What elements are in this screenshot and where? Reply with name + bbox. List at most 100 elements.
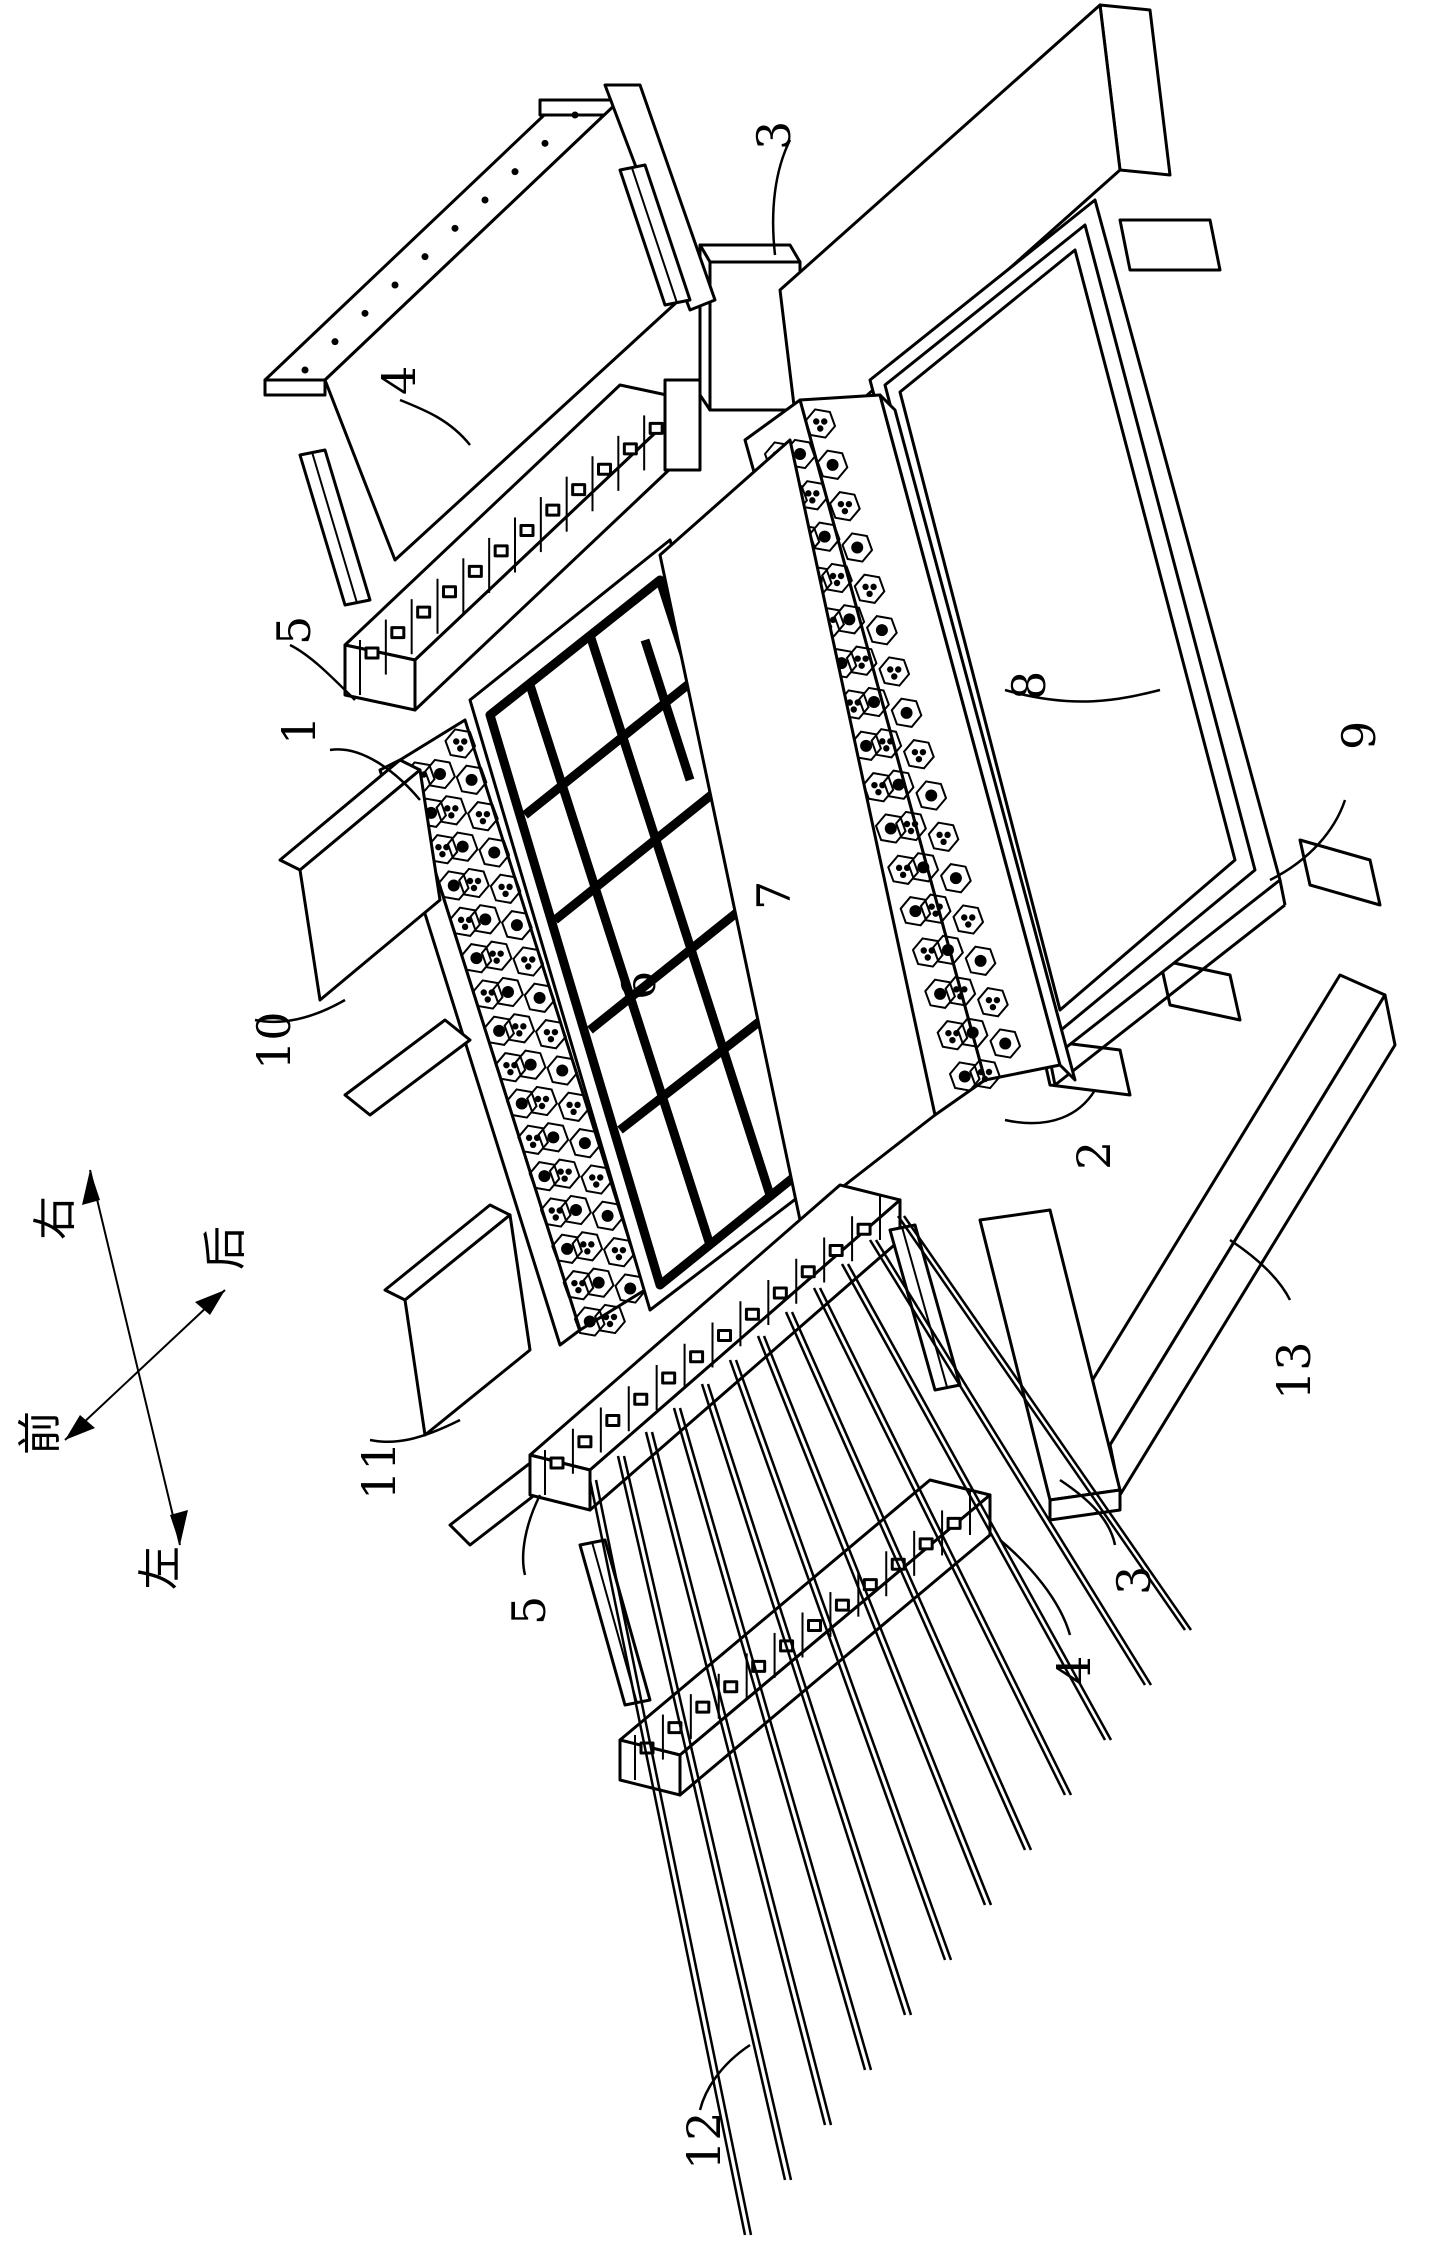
hex-dot <box>821 418 828 425</box>
hex-dot <box>934 987 947 1000</box>
hex-cell <box>927 821 960 852</box>
hex-dot <box>966 1026 979 1039</box>
hex-dot <box>538 1170 551 1183</box>
callout-11: 11 <box>352 1441 406 1500</box>
comb-slot <box>519 524 535 537</box>
hex-dot <box>858 662 865 669</box>
hex-dot <box>936 831 943 839</box>
hex-dot <box>542 1095 550 1103</box>
rod <box>762 1335 993 1906</box>
hex-dot <box>524 1058 537 1071</box>
cylinder-4c <box>578 1538 652 1707</box>
hex-dot <box>552 1214 559 1221</box>
comb-slot <box>751 1659 767 1673</box>
hex-dot <box>570 1108 577 1116</box>
direction-label-front: 前 <box>15 1411 66 1455</box>
hex-cell <box>568 1128 601 1159</box>
hex-dot <box>911 748 919 756</box>
hex-dot <box>989 1003 997 1011</box>
hex-dot <box>911 820 919 828</box>
hex-cell <box>591 1200 624 1231</box>
comb-slot <box>442 585 457 599</box>
comb-slot <box>622 442 638 456</box>
hole <box>571 111 579 119</box>
comb-slot <box>723 1680 739 1694</box>
hex-dot <box>493 957 500 964</box>
hole-row <box>301 111 579 374</box>
hex-dot <box>479 817 487 825</box>
rod <box>672 1407 867 2071</box>
hex-dot <box>866 590 873 598</box>
hex-dot <box>845 500 853 508</box>
hex-dot <box>483 810 491 818</box>
comb-slot <box>800 1265 816 1279</box>
rod <box>846 1263 1113 1741</box>
hex-dot <box>434 768 446 780</box>
cylinder-4d <box>888 1223 962 1392</box>
hex-dot <box>574 1101 581 1109</box>
hole <box>301 366 309 374</box>
hex-dot <box>502 986 514 998</box>
hex-dot <box>453 738 460 745</box>
hex-dot <box>456 840 469 853</box>
base-frame-9 <box>778 3 1382 1097</box>
comb-slot <box>695 1700 711 1714</box>
hex-dot <box>870 583 877 591</box>
hex-dot <box>942 944 954 956</box>
hex-dot <box>593 1181 600 1188</box>
comb-slot <box>390 626 406 640</box>
hex-dot <box>479 913 492 926</box>
comb-teeth <box>544 1195 881 1495</box>
hex-dot <box>860 739 873 752</box>
hole <box>361 309 369 317</box>
rod <box>756 1335 987 1906</box>
hex-dot <box>895 864 903 872</box>
hex-dot <box>919 748 927 756</box>
rod <box>616 1455 787 2181</box>
rod <box>644 1431 827 2126</box>
hex-dot <box>575 1286 582 1294</box>
hex-dot <box>854 655 861 662</box>
hex-dot <box>592 1276 605 1289</box>
callout-4-bottom: 4 <box>1047 1656 1101 1685</box>
comb-block-5-bottom <box>528 1183 902 1512</box>
comb-slot <box>648 421 664 435</box>
hex-dot <box>981 1075 989 1083</box>
hex-cell <box>919 893 952 924</box>
hex-dot <box>615 1253 623 1261</box>
hex-dot <box>843 613 856 626</box>
comb-block-5-top <box>343 378 702 712</box>
hex-cell <box>969 1058 1001 1090</box>
callout-labels: 3 4 5 1 10 6 7 8 9 2 11 5 3 4 13 12 <box>247 121 1386 2170</box>
hex-cell <box>489 873 522 904</box>
comb-slot <box>467 564 483 578</box>
comb-slot <box>571 483 587 497</box>
comb-slot <box>918 1537 934 1551</box>
callout-13: 13 <box>1267 1341 1321 1400</box>
hex-dot <box>940 838 947 846</box>
callout-3-top: 3 <box>747 121 801 150</box>
comb-teeth <box>359 395 671 695</box>
callout-6: 6 <box>612 971 666 1000</box>
hex-dot <box>588 1241 595 1248</box>
direction-label-back: 后 <box>200 1226 251 1270</box>
rod <box>840 1263 1107 1741</box>
hex-dot <box>891 673 898 680</box>
rod <box>790 1311 1033 1851</box>
orientation-indicator: 右 后 前 左 <box>15 1169 251 1590</box>
hex-cell <box>526 1085 558 1117</box>
hex-pattern-1 <box>403 728 647 1337</box>
hex-dot <box>571 1279 578 1287</box>
clamp-block-4-top <box>263 83 717 607</box>
hex-cell <box>546 1055 579 1086</box>
hex-cell <box>435 795 468 826</box>
hex-dot <box>917 861 930 874</box>
hex-cell <box>821 562 853 594</box>
hex-dot <box>895 666 902 673</box>
hex-dot <box>944 831 951 839</box>
comb-slot <box>828 1244 844 1257</box>
hex-dot <box>529 956 536 963</box>
hex-dot <box>610 1313 618 1321</box>
